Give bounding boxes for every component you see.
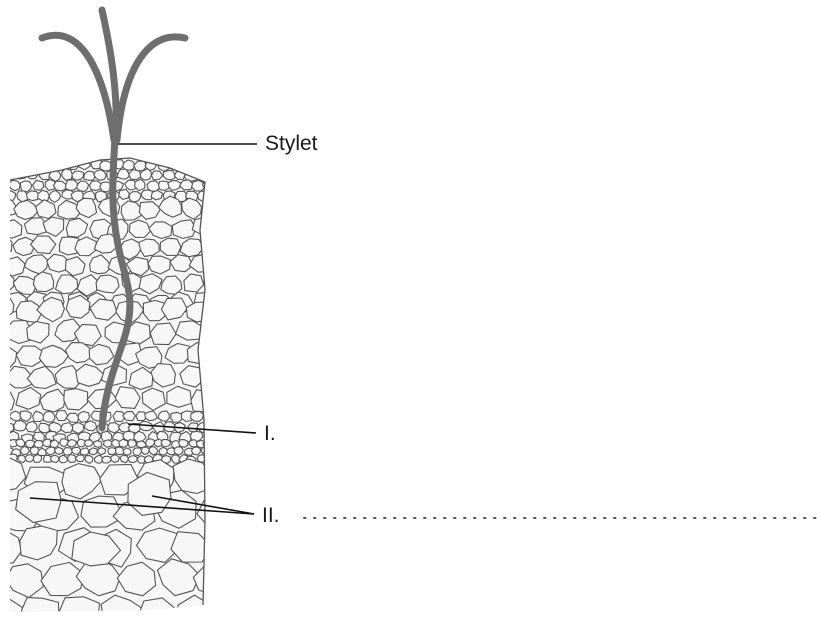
tissue-cell bbox=[201, 201, 222, 219]
tissue-cell bbox=[202, 239, 226, 257]
tissue-cell bbox=[33, 432, 44, 441]
tissue-cell bbox=[151, 190, 162, 200]
tissue-cell bbox=[191, 412, 204, 422]
tissue-cell bbox=[111, 455, 119, 463]
tissue-cell bbox=[203, 366, 229, 388]
tissue-cell bbox=[3, 169, 15, 180]
tissue-cell bbox=[84, 421, 97, 431]
tissue-cell bbox=[0, 440, 9, 448]
tissue-cell bbox=[203, 275, 226, 293]
tissue-cell bbox=[72, 171, 84, 180]
tissue-cell bbox=[78, 411, 89, 422]
tissue-cell bbox=[90, 448, 98, 455]
tissue-cell bbox=[62, 169, 73, 181]
tissue-cell bbox=[186, 302, 215, 322]
tissue-cell bbox=[20, 181, 31, 192]
tissue-cell bbox=[14, 421, 27, 431]
tissue-cell bbox=[179, 440, 188, 448]
tissue-cell bbox=[51, 455, 59, 462]
tissue-cell bbox=[204, 433, 215, 443]
stylet-left-branch bbox=[42, 35, 114, 140]
tissue-cell bbox=[2, 422, 14, 432]
tissue-cell bbox=[103, 440, 112, 447]
tissue-cell bbox=[90, 181, 102, 191]
tissue-cell bbox=[25, 455, 34, 463]
tissue-cell bbox=[38, 448, 46, 455]
tissue-cell bbox=[128, 440, 137, 448]
tissue-cell bbox=[33, 455, 41, 463]
tissue-cell bbox=[159, 447, 168, 455]
tissue-cell bbox=[204, 161, 215, 170]
tissue-cell bbox=[197, 455, 206, 463]
tissue-cell bbox=[116, 447, 124, 455]
tissue-cell bbox=[192, 216, 214, 234]
tissue-cell bbox=[161, 440, 171, 447]
tissue-cell bbox=[200, 325, 226, 346]
tissue-cell bbox=[84, 440, 93, 447]
tissue-cell bbox=[0, 179, 9, 190]
tissue-cell bbox=[96, 275, 119, 293]
tissue-cell bbox=[201, 446, 210, 454]
tissue-cell bbox=[141, 447, 149, 454]
tissue-cell bbox=[209, 170, 221, 179]
tissue-cell bbox=[58, 597, 99, 628]
tissue-cell bbox=[119, 189, 130, 199]
tissue-cell bbox=[123, 448, 131, 456]
tissue-cell bbox=[53, 181, 66, 191]
tissue-cell bbox=[182, 159, 193, 169]
tissue-cell bbox=[80, 448, 88, 455]
tissue-cell bbox=[65, 180, 77, 191]
tissue-cell bbox=[27, 169, 38, 179]
tissue-cell bbox=[0, 159, 11, 170]
tissue-cell bbox=[191, 447, 200, 455]
tissue-cell bbox=[210, 448, 219, 456]
tissue-cell bbox=[108, 423, 120, 433]
tissue-cell bbox=[81, 496, 120, 527]
label-i: I. bbox=[264, 423, 276, 444]
tissue-cell bbox=[22, 597, 60, 628]
tissue-cell bbox=[197, 170, 208, 180]
tissue-cell bbox=[43, 160, 55, 170]
tissue-cell bbox=[56, 411, 68, 421]
tissue-cell bbox=[9, 161, 20, 170]
tissue-cell bbox=[205, 455, 213, 463]
tissue-cell bbox=[204, 412, 216, 423]
tissue-cell bbox=[33, 161, 45, 171]
tissue-cell bbox=[163, 170, 175, 180]
stylet-label: Stylet bbox=[265, 133, 318, 154]
tissue-cell bbox=[55, 447, 63, 454]
tissue-cell bbox=[60, 423, 73, 433]
stylet-right-branch bbox=[117, 37, 185, 140]
tissue-cell bbox=[93, 441, 102, 448]
tissue-cell bbox=[209, 190, 221, 200]
tissue-cell bbox=[171, 412, 182, 422]
tissue-cell bbox=[102, 456, 112, 463]
tissue-cell bbox=[63, 448, 73, 456]
tissue-cell bbox=[0, 456, 8, 463]
tissue-cell bbox=[98, 448, 106, 455]
tissue-cell bbox=[0, 433, 8, 443]
tissue-cell bbox=[0, 410, 10, 421]
label-ii: II. bbox=[262, 505, 280, 526]
tissue-cell bbox=[72, 447, 81, 454]
tissue-cell bbox=[46, 447, 56, 455]
tissue-cell bbox=[26, 421, 37, 432]
tissue-cell bbox=[160, 238, 181, 255]
tissue-cell bbox=[119, 439, 128, 447]
tissue-cell bbox=[191, 159, 204, 169]
tissue-cell bbox=[43, 411, 55, 422]
tissue-cell bbox=[21, 160, 33, 170]
